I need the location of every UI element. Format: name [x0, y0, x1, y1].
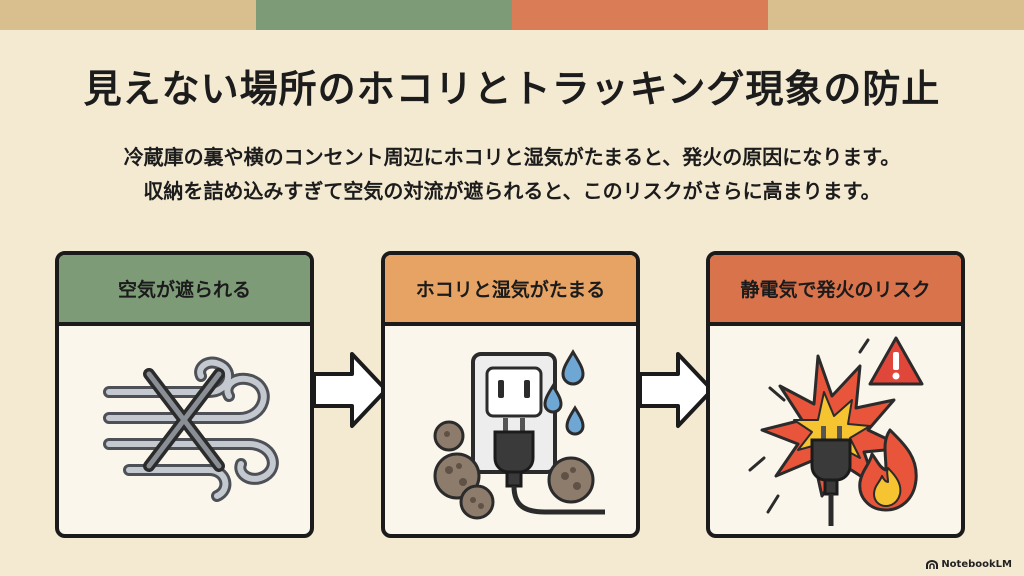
step-card-2: ホコリと湿気がたまる — [381, 251, 640, 538]
step-card-1: 空気が遮られる — [55, 251, 314, 538]
description-line-1: 冷蔵庫の裏や横のコンセント周辺にホコリと湿気がたまると、発火の原因になります。 — [123, 145, 901, 169]
description: 冷蔵庫の裏や横のコンセント周辺にホコリと湿気がたまると、発火の原因になります。 … — [0, 140, 1024, 208]
step-card-2-body — [385, 326, 636, 534]
step-card-3-header: 静電気で発火のリスク — [710, 255, 961, 326]
step-card-1-header: 空気が遮られる — [59, 255, 310, 326]
blocked-wind-icon — [103, 356, 279, 502]
step-card-3-body — [710, 326, 961, 534]
arrow-right-icon-2 — [638, 352, 714, 428]
top-color-bar — [0, 0, 1024, 30]
step-card-3: 静電気で発火のリスク — [706, 251, 965, 538]
dusty-outlet-icon — [433, 349, 605, 520]
description-line-2: 収納を詰め込みすぎて空気の対流が遮られると、このリスクがさらに高まります。 — [143, 179, 881, 203]
top-bar-segment-green — [256, 0, 512, 30]
sparking-plug-icon — [748, 336, 924, 526]
step-card-2-header: ホコリと湿気がたまる — [385, 255, 636, 326]
top-bar-segment-tan-2 — [768, 0, 1024, 30]
page-title: 見えない場所のホコリとトラッキング現象の防止 — [83, 67, 941, 111]
arrow-right-icon-1 — [312, 352, 388, 428]
step-card-1-body — [59, 326, 310, 534]
top-bar-segment-orange — [512, 0, 768, 30]
notebooklm-badge: NotebookLM — [926, 559, 1012, 570]
notebooklm-logo-icon — [926, 559, 939, 569]
warning-icon — [868, 336, 924, 386]
notebooklm-badge-text: NotebookLM — [941, 559, 1012, 570]
top-bar-segment-tan — [0, 0, 256, 30]
